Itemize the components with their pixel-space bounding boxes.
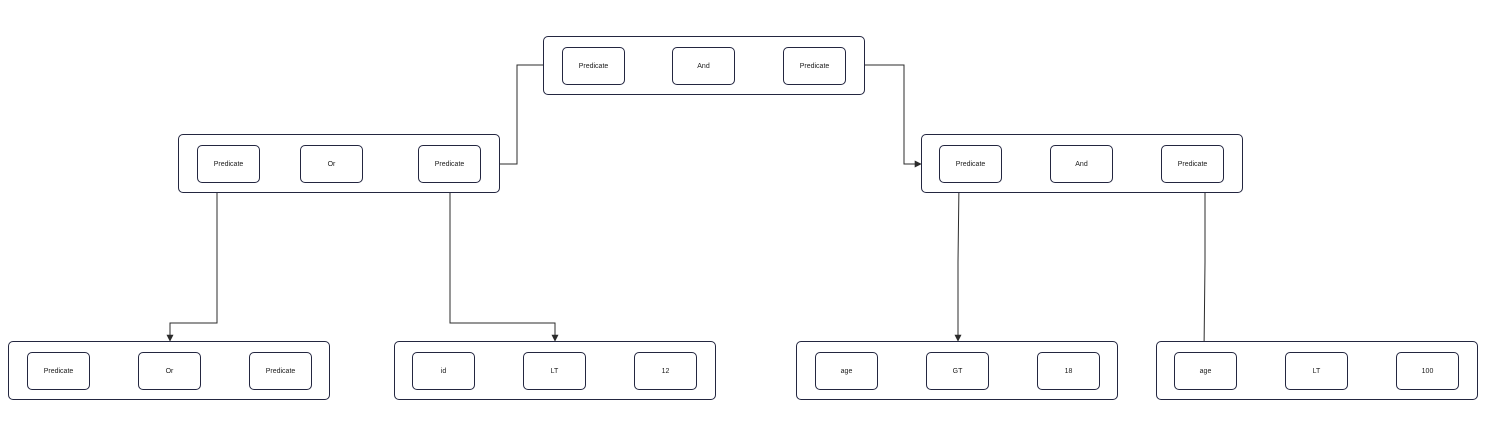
node-right-mid-cell-operator: And: [1050, 145, 1113, 183]
node-root-cell-left: Predicate: [562, 47, 625, 85]
node-root-cell-right: Predicate: [783, 47, 846, 85]
node-leaf-2-cell-left: id: [412, 352, 475, 390]
node-right-mid-cell-left: Predicate: [939, 145, 1002, 183]
node-leaf-2-cell-operator: LT: [523, 352, 586, 390]
node-leaf-4-cell-right: 100: [1396, 352, 1459, 390]
node-leaf-4-cell-left: age: [1174, 352, 1237, 390]
node-leaf-2-cell-right: 12: [634, 352, 697, 390]
node-root: Predicate And Predicate: [543, 36, 865, 95]
node-left-mid: Predicate Or Predicate: [178, 134, 500, 193]
node-leaf-3-cell-left: age: [815, 352, 878, 390]
node-right-mid: Predicate And Predicate: [921, 134, 1243, 193]
node-leaf-3-cell-right: 18: [1037, 352, 1100, 390]
node-root-cell-operator: And: [672, 47, 735, 85]
edge-right-mid-to-leaf-4: [1200, 183, 1208, 352]
node-leaf-4-cell-operator: LT: [1285, 352, 1348, 390]
edge-right-mid-to-leaf-3: [954, 182, 962, 342]
node-leaf-1-cell-right: Predicate: [249, 352, 312, 390]
node-leaf-3-cell-operator: GT: [926, 352, 989, 390]
edge-root-to-right-mid: [845, 64, 922, 168]
node-leaf-1-cell-operator: Or: [138, 352, 201, 390]
node-left-mid-cell-operator: Or: [300, 145, 363, 183]
edge-root-to-left-mid: [499, 64, 561, 165]
node-leaf-2: id LT 12: [394, 341, 716, 400]
node-leaf-1-cell-left: Predicate: [27, 352, 90, 390]
node-left-mid-cell-right: Predicate: [418, 145, 481, 183]
node-right-mid-cell-right: Predicate: [1161, 145, 1224, 183]
node-leaf-3: age GT 18: [796, 341, 1118, 400]
node-leaf-1: Predicate Or Predicate: [8, 341, 330, 400]
edge-left-mid-to-leaf-2: [449, 183, 559, 342]
node-leaf-4: age LT 100: [1156, 341, 1478, 400]
node-left-mid-cell-left: Predicate: [197, 145, 260, 183]
edge-left-mid-to-leaf-1: [166, 183, 218, 342]
